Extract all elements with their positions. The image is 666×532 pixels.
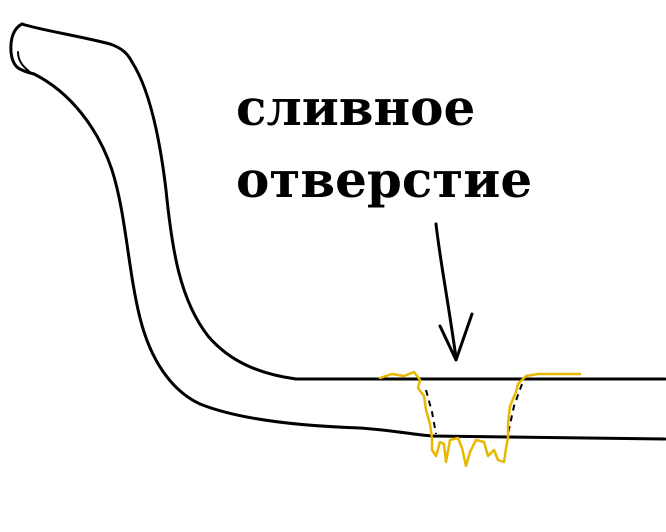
pipe-end-cap-top [20,22,134,64]
pipe-inner-wall [32,72,666,441]
annotation-arrow-shaft [434,222,458,360]
hole-edge-right-dashed [507,383,523,435]
annotation-label: сливное отверстие [236,72,532,216]
drain-hole-outline [378,370,582,468]
pipe-outer-wall [130,60,666,381]
pipe-end-cap-inner [17,51,31,73]
annotation-line-1: сливное [236,78,476,137]
pipe-end-cap [9,22,36,76]
hole-edge-left-dashed [425,389,437,435]
annotation-arrow-head [438,312,474,362]
annotation-line-2: отверстие [236,150,533,209]
